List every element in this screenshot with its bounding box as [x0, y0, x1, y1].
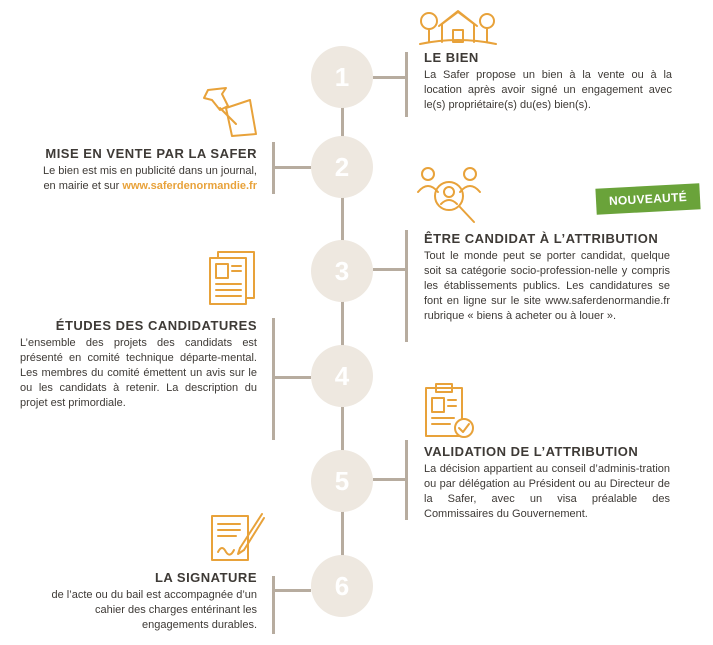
step-5-circle: 5: [311, 450, 373, 512]
step-6-text: de l’acte ou du bail est accompagnée d’u…: [51, 589, 257, 631]
step-6-connector: [272, 589, 311, 592]
step-3-bar: [405, 230, 408, 342]
step-5-title: VALIDATION DE L’ATTRIBUTION: [424, 444, 639, 459]
step-3-circle: 3: [311, 240, 373, 302]
step-3-text: Tout le monde peut se porter candidat, q…: [424, 250, 670, 322]
signed-contract-icon: [210, 508, 266, 567]
new-badge: NOUVEAUTÉ: [595, 183, 701, 215]
step-6-bar: [272, 576, 275, 634]
step-2-text-prefix: en mairie et sur: [43, 180, 123, 192]
step-1-connector: [373, 76, 405, 79]
pushpin-note-icon: [198, 84, 262, 143]
step-2-connector: [272, 166, 311, 169]
candidates-search-icon: [416, 164, 482, 231]
step-1-title: LE BIEN: [424, 50, 479, 65]
step-2-title: MISE EN VENTE PAR LA SAFER: [45, 146, 257, 161]
step-5-text: La décision appartient au conseil d’admi…: [424, 463, 670, 520]
house-trees-icon: [418, 8, 498, 53]
step-5-connector: [373, 478, 405, 481]
timeline-spine: [341, 194, 344, 242]
step-5-bar: [405, 440, 408, 520]
step-3-title: ÊTRE CANDIDAT À L’ATTRIBUTION: [424, 231, 659, 246]
timeline-spine: [341, 407, 344, 451]
step-6-title: LA SIGNATURE: [154, 570, 257, 585]
step-2-text-line1: Le bien est mis en publicité dans un jou…: [42, 165, 257, 177]
documents-icon: [208, 250, 258, 311]
step-6-circle: 6: [311, 555, 373, 617]
step-4-title: ÉTUDES DES CANDIDATURES: [55, 318, 257, 333]
step-2-circle: 2: [311, 136, 373, 198]
timeline-spine: [341, 103, 344, 141]
website-link[interactable]: www.saferdenormandie.fr: [122, 180, 257, 192]
step-3-connector: [373, 268, 405, 271]
step-4-text: L’ensemble des projets des candidats est…: [20, 337, 257, 409]
step-1-circle: 1: [311, 46, 373, 108]
step-4-bar: [272, 318, 275, 440]
step-1-bar: [405, 52, 408, 117]
step-2-text: Le bien est mis en publicité dans un jou…: [0, 164, 257, 194]
step-4-circle: 4: [311, 345, 373, 407]
timeline-spine: [341, 510, 344, 556]
step-1-text: La Safer propose un bien à la vente ou à…: [424, 69, 672, 111]
clipboard-check-icon: [424, 382, 474, 445]
step-4-connector: [272, 376, 311, 379]
timeline-spine: [341, 296, 344, 346]
